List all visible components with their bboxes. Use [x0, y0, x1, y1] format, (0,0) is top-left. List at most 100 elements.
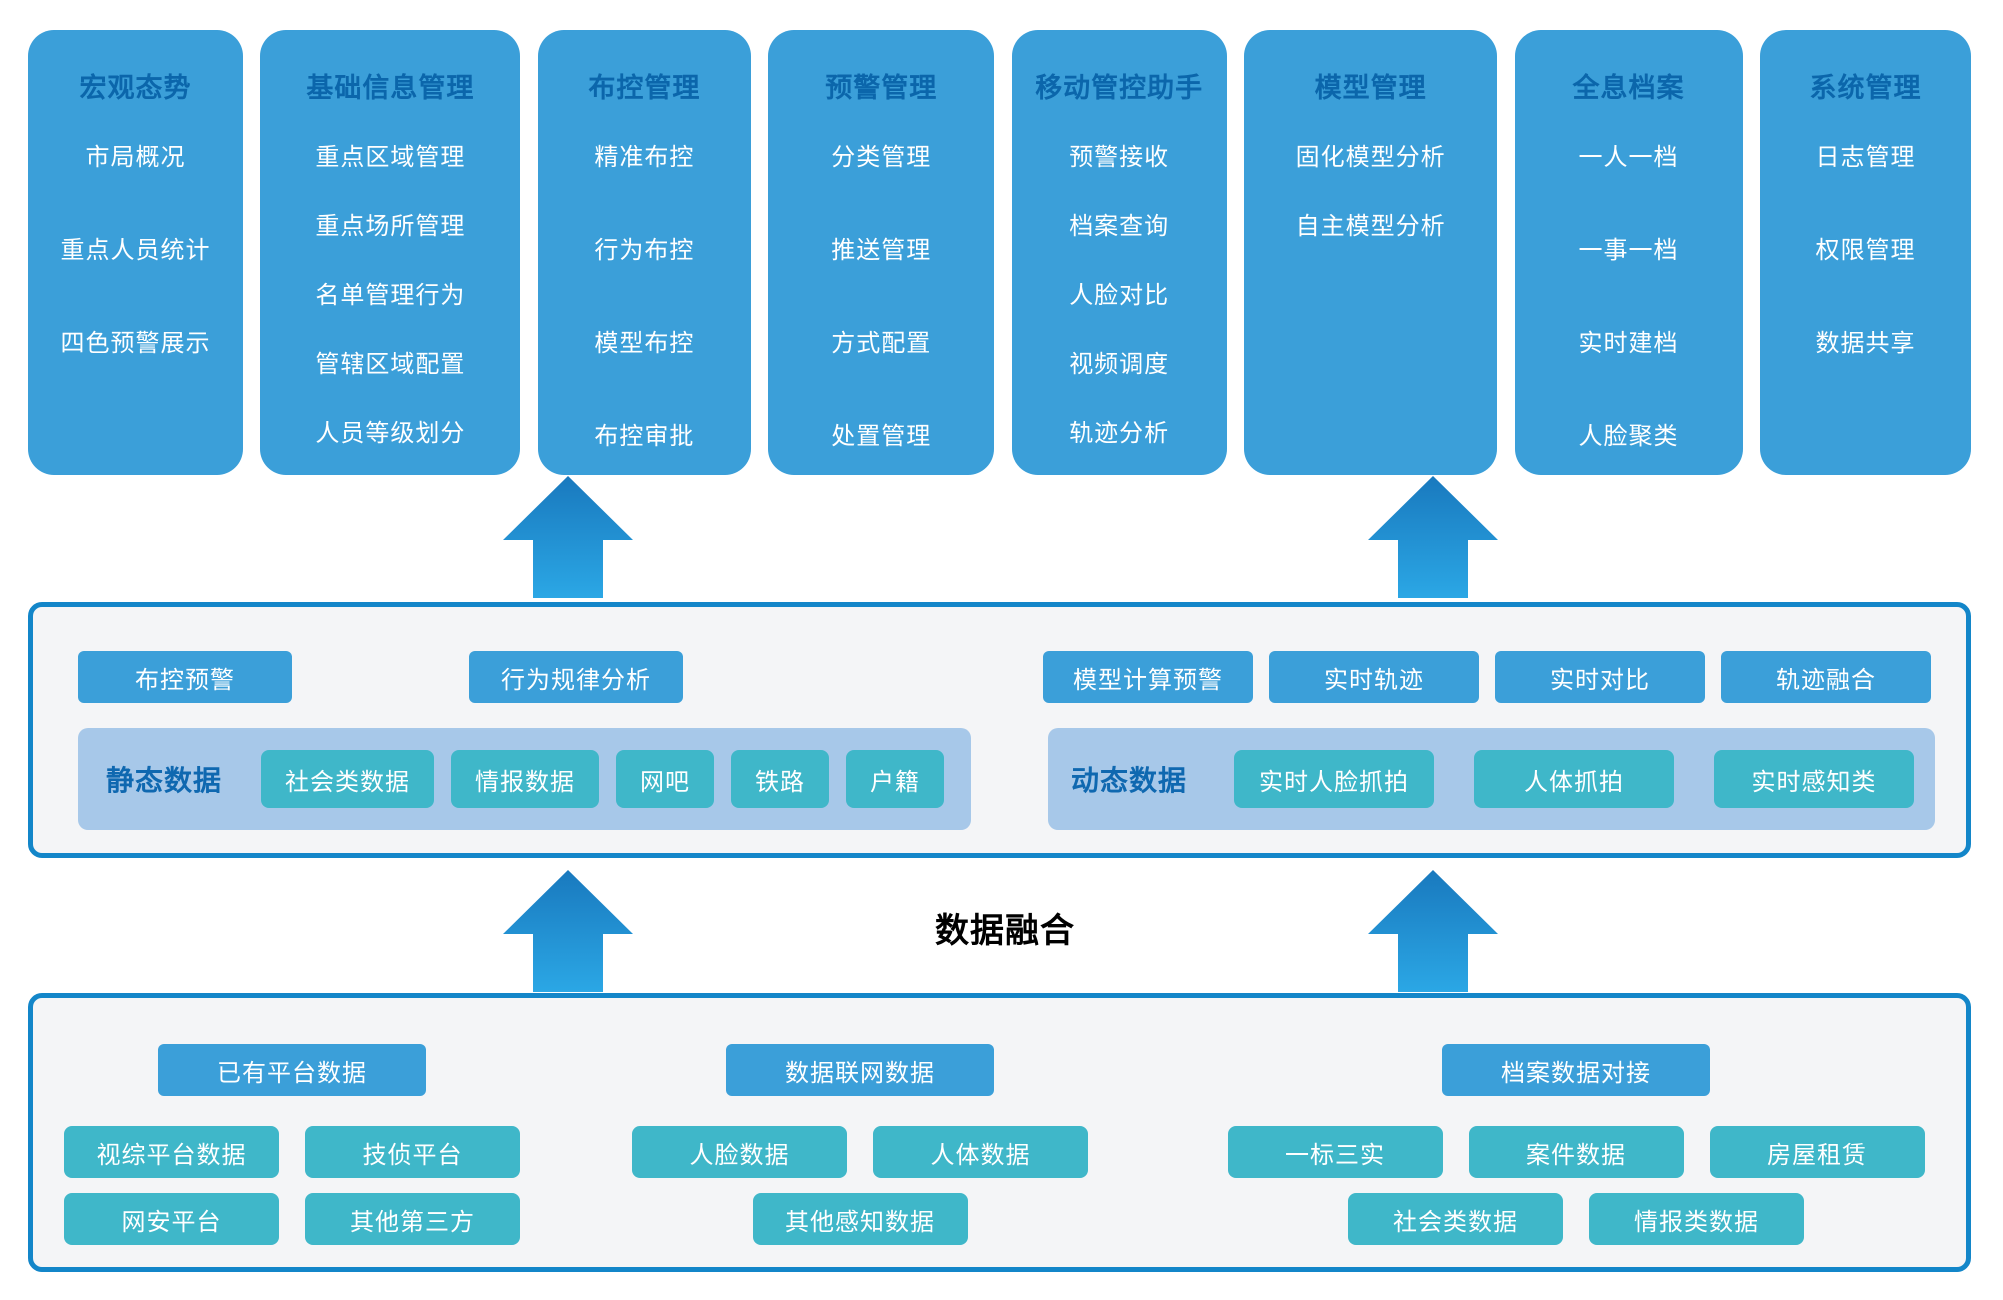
up-arrow-fusion-left-icon — [503, 870, 633, 992]
module-item: 自主模型分析 — [1295, 212, 1446, 240]
dynamic-data-chips: 实时人脸抓拍 人体抓拍 实时感知类 — [1234, 750, 1915, 808]
source-row: 一标三实 案件数据 房屋租赁 — [1227, 1126, 1925, 1178]
module-item: 一人一档 — [1578, 143, 1679, 171]
source-chip: 人体数据 — [873, 1126, 1088, 1178]
module-item: 数据共享 — [1815, 329, 1916, 357]
module-item-list: 精准布控 行为布控 模型布控 布控审批 — [538, 108, 751, 480]
module-item: 权限管理 — [1815, 236, 1916, 264]
up-arrow-fusion-right-icon — [1368, 870, 1498, 992]
module-item: 一事一档 — [1578, 236, 1679, 264]
data-type-chip: 网吧 — [616, 750, 715, 808]
analysis-button: 模型计算预警 — [1043, 651, 1253, 703]
module-item: 管辖区域配置 — [315, 350, 466, 378]
module-card: 移动管控助手 预警接收 档案查询 人脸对比 视频调度 轨迹分析 — [1011, 30, 1227, 475]
module-item: 名单管理行为 — [315, 281, 466, 309]
source-chip: 一标三实 — [1227, 1126, 1443, 1178]
module-item-list: 预警接收 档案查询 人脸对比 视频调度 轨迹分析 — [1012, 120, 1227, 465]
module-item-list: 日志管理 权限管理 数据共享 — [1760, 108, 1971, 387]
source-group-header: 档案数据对接 — [1442, 1044, 1710, 1096]
module-item: 重点场所管理 — [315, 212, 466, 240]
module-item: 模型布控 — [594, 329, 695, 357]
module-item: 视频调度 — [1069, 350, 1170, 378]
source-chip: 案件数据 — [1468, 1126, 1684, 1178]
module-title: 宏观态势 — [79, 73, 192, 104]
module-card: 全息档案 一人一档 一事一档 实时建档 人脸聚类 — [1514, 30, 1743, 475]
module-item: 重点区域管理 — [315, 143, 466, 171]
module-item: 方式配置 — [831, 329, 932, 357]
module-title: 模型管理 — [1314, 73, 1427, 104]
module-card: 基础信息管理 重点区域管理 重点场所管理 名单管理行为 管辖区域配置 人员等级划… — [260, 30, 521, 475]
source-group-header: 已有平台数据 — [158, 1044, 426, 1096]
module-title: 布控管理 — [588, 73, 701, 104]
source-chip: 网安平台 — [64, 1193, 279, 1245]
module-item-list: 分类管理 推送管理 方式配置 处置管理 — [768, 108, 994, 480]
module-item: 行为布控 — [594, 236, 695, 264]
source-row: 网安平台 其他第三方 — [64, 1193, 520, 1245]
data-type-chip: 实时感知类 — [1714, 750, 1915, 808]
static-data-bar: 静态数据 社会类数据 情报数据 网吧 铁路 户籍 — [78, 728, 971, 830]
data-type-chip: 社会类数据 — [261, 750, 435, 808]
module-card: 预警管理 分类管理 推送管理 方式配置 处置管理 — [768, 30, 995, 475]
source-chip: 技侦平台 — [305, 1126, 520, 1178]
source-chip: 情报类数据 — [1589, 1193, 1804, 1245]
module-item-list: 固化模型分析 自主模型分析 — [1244, 120, 1497, 258]
source-group-header: 数据联网数据 — [726, 1044, 994, 1096]
module-title: 预警管理 — [825, 73, 938, 104]
source-group-rows: 一标三实 案件数据 房屋租赁 社会类数据 — [1227, 1126, 1925, 1245]
module-item: 处置管理 — [831, 422, 932, 450]
module-item-list: 一人一档 一事一档 实时建档 人脸聚类 — [1515, 108, 1743, 480]
analysis-button: 布控预警 — [78, 651, 292, 703]
data-type-chip: 户籍 — [846, 750, 945, 808]
source-chip: 其他第三方 — [305, 1193, 520, 1245]
data-type-chip: 铁路 — [731, 750, 830, 808]
source-row: 视综平台数据 技侦平台 — [64, 1126, 520, 1178]
module-title: 移动管控助手 — [1035, 73, 1204, 104]
analysis-buttons-right: 模型计算预警 实时轨迹 实时对比 轨迹融合 — [1043, 651, 1931, 703]
source-row: 社会类数据 情报类数据 — [1348, 1193, 1804, 1245]
module-item: 日志管理 — [1815, 143, 1916, 171]
up-arrow-analysis-left-icon — [503, 476, 633, 598]
source-chip: 人脸数据 — [632, 1126, 847, 1178]
module-card: 布控管理 精准布控 行为布控 模型布控 布控审批 — [537, 30, 751, 475]
module-item: 档案查询 — [1069, 212, 1170, 240]
analysis-buttons-left: 布控预警 行为规律分析 — [78, 651, 683, 703]
module-columns: 宏观态势 市局概况 重点人员统计 四色预警展示 基础信息管理 重点区 — [28, 30, 1971, 475]
source-group: 数据联网数据 人脸数据 人体数据 — [630, 1044, 1090, 1245]
source-chip: 社会类数据 — [1348, 1193, 1563, 1245]
source-row: 人脸数据 人体数据 — [632, 1126, 1088, 1178]
source-group-rows: 人脸数据 人体数据 其他感知数据 — [632, 1126, 1088, 1245]
module-item: 轨迹分析 — [1069, 419, 1170, 447]
module-title: 基础信息管理 — [306, 73, 475, 104]
static-data-chips: 社会类数据 情报数据 网吧 铁路 户籍 — [261, 750, 945, 808]
source-groups: 已有平台数据 视综平台数据 技侦平台 — [33, 998, 1966, 1267]
module-item: 重点人员统计 — [60, 236, 211, 264]
module-item: 四色预警展示 — [60, 329, 211, 357]
module-card: 宏观态势 市局概况 重点人员统计 四色预警展示 — [28, 30, 243, 475]
module-card: 系统管理 日志管理 权限管理 数据共享 — [1759, 30, 1971, 475]
analysis-button: 实时轨迹 — [1269, 651, 1479, 703]
module-item-list: 市局概况 重点人员统计 四色预警展示 — [28, 108, 243, 387]
module-item: 分类管理 — [831, 143, 932, 171]
analysis-button: 行为规律分析 — [469, 651, 683, 703]
module-item: 布控审批 — [594, 422, 695, 450]
data-type-chip: 实时人脸抓拍 — [1234, 750, 1435, 808]
analysis-button: 实时对比 — [1495, 651, 1705, 703]
module-title: 系统管理 — [1809, 73, 1922, 104]
source-chip: 视综平台数据 — [64, 1126, 279, 1178]
dynamic-data-label: 动态数据 — [1071, 764, 1188, 797]
data-fusion-label: 数据融合 — [935, 911, 1075, 951]
source-row: 其他感知数据 — [752, 1193, 968, 1245]
static-data-label: 静态数据 — [106, 764, 223, 797]
module-title: 全息档案 — [1572, 73, 1685, 104]
source-group: 已有平台数据 视综平台数据 技侦平台 — [63, 1044, 521, 1245]
module-item: 人员等级划分 — [315, 419, 466, 447]
dynamic-data-bar: 动态数据 实时人脸抓拍 人体抓拍 实时感知类 — [1048, 728, 1935, 830]
up-arrow-analysis-right-icon — [1368, 476, 1498, 598]
data-type-chip: 人体抓拍 — [1474, 750, 1675, 808]
data-type-chip: 情报数据 — [451, 750, 600, 808]
source-chip: 房屋租赁 — [1709, 1126, 1925, 1178]
module-item-list: 重点区域管理 重点场所管理 名单管理行为 管辖区域配置 人员等级划分 — [260, 120, 520, 465]
analysis-panel: 布控预警 行为规律分析 模型计算预警 实时轨迹 实时对比 轨迹融合 静态数据 社… — [28, 602, 1971, 858]
data-source-panel: 已有平台数据 视综平台数据 技侦平台 — [28, 993, 1971, 1272]
